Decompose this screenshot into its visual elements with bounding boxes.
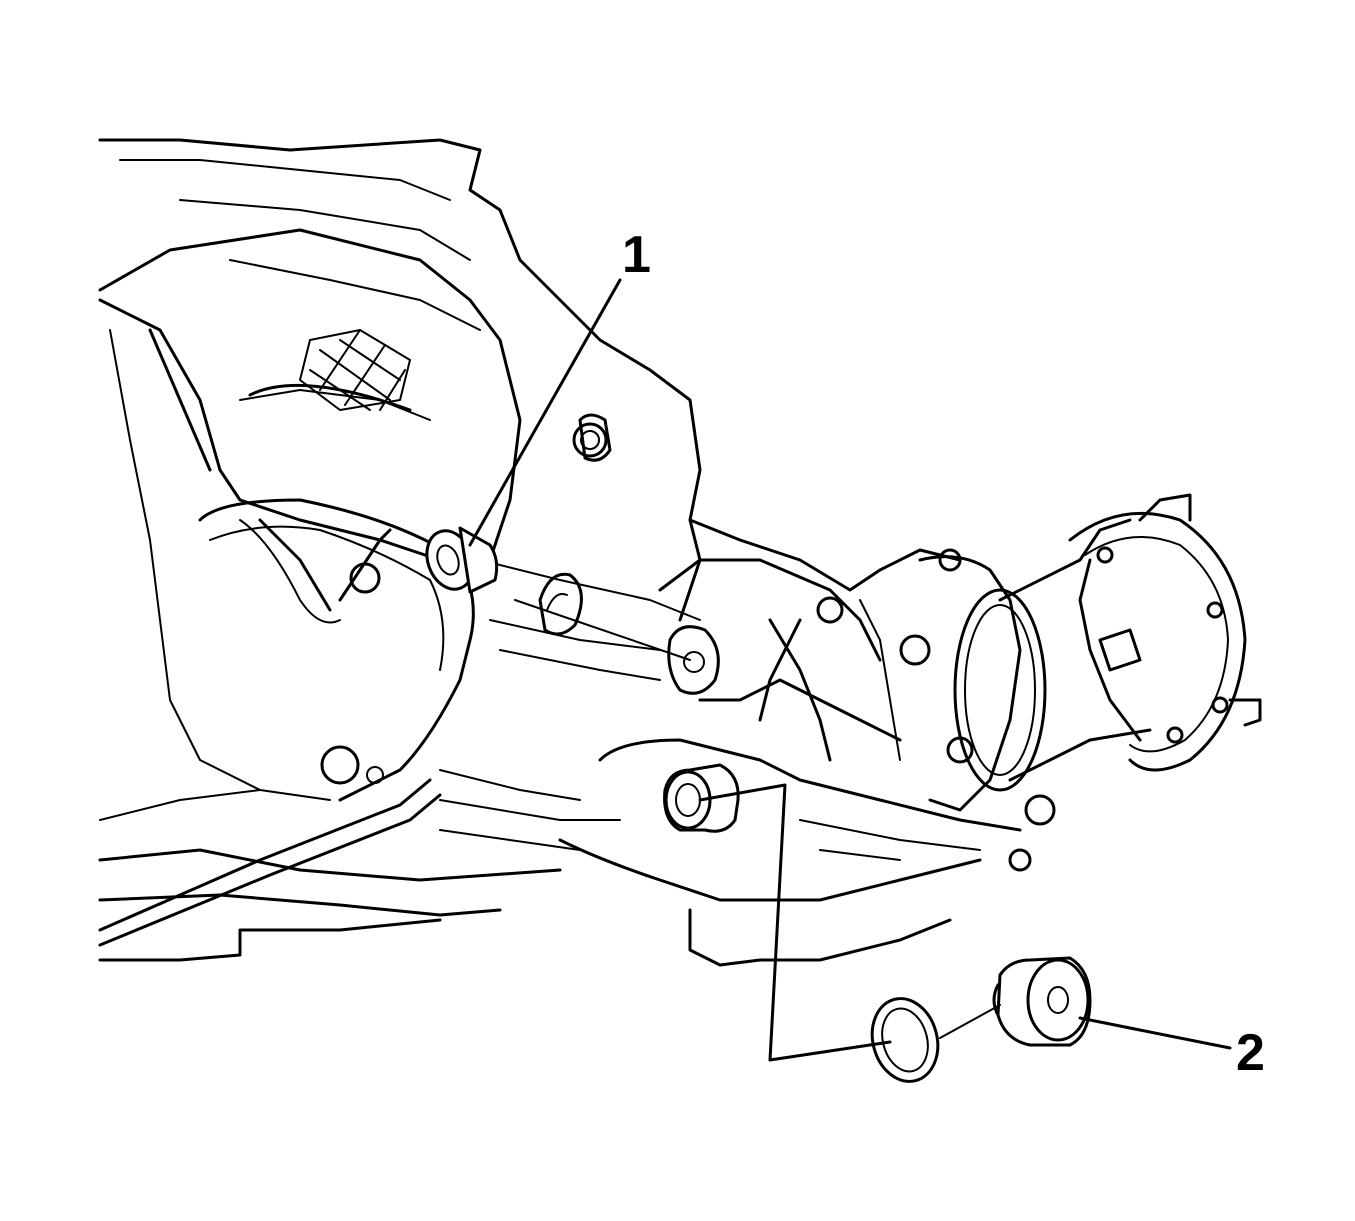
- transfer-case: [558, 493, 1262, 967]
- plug-installed-1: [425, 526, 499, 594]
- callout-label-2: 2: [1236, 1024, 1265, 1082]
- leader-assembly-path: [698, 783, 892, 1062]
- callout-label-1: 1: [622, 226, 651, 284]
- leader-axis-line-upper: [514, 599, 691, 661]
- plug-installed-2: [663, 763, 740, 833]
- leader-callout-1: [468, 278, 622, 547]
- seal-washer: [870, 997, 940, 1083]
- leader-lines: [468, 278, 1232, 1062]
- plug-exploded: [992, 956, 1092, 1047]
- leader-axis-line: [939, 1004, 1001, 1039]
- leader-callout-2: [1078, 1016, 1232, 1050]
